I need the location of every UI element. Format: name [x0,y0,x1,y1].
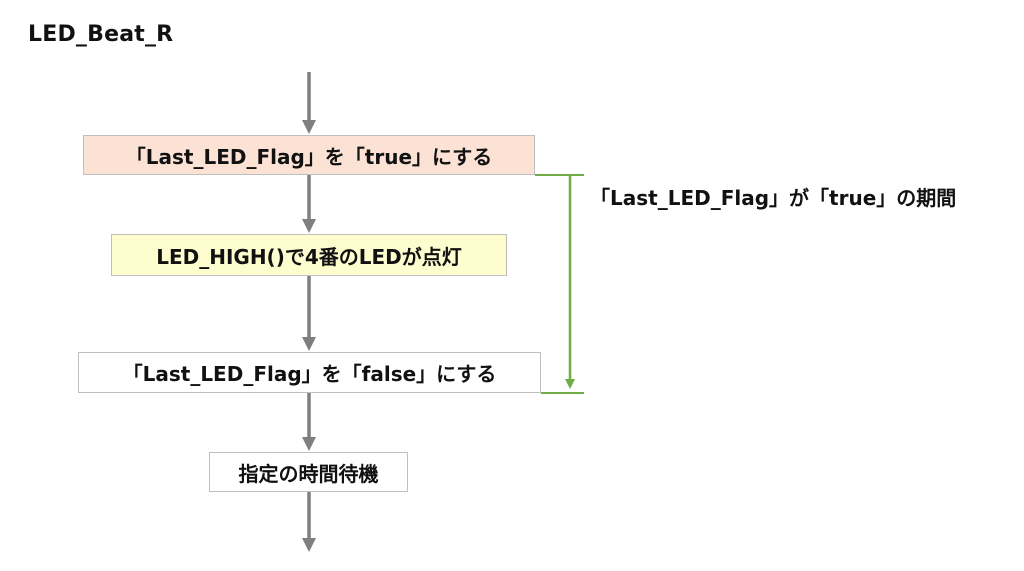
flow-step-wait: 指定の時間待機 [209,452,408,492]
flow-step-led-high: LED_HIGH()で4番のLEDが点灯 [111,234,507,276]
diagram-title: LED_Beat_R [28,22,174,47]
period-label: 「Last_LED_Flag」が「true」の期間 [590,186,957,210]
flow-step-set-flag-false: 「Last_LED_Flag」を「false」にする [78,352,541,393]
flow-step-set-flag-true: 「Last_LED_Flag」を「true」にする [83,135,535,175]
